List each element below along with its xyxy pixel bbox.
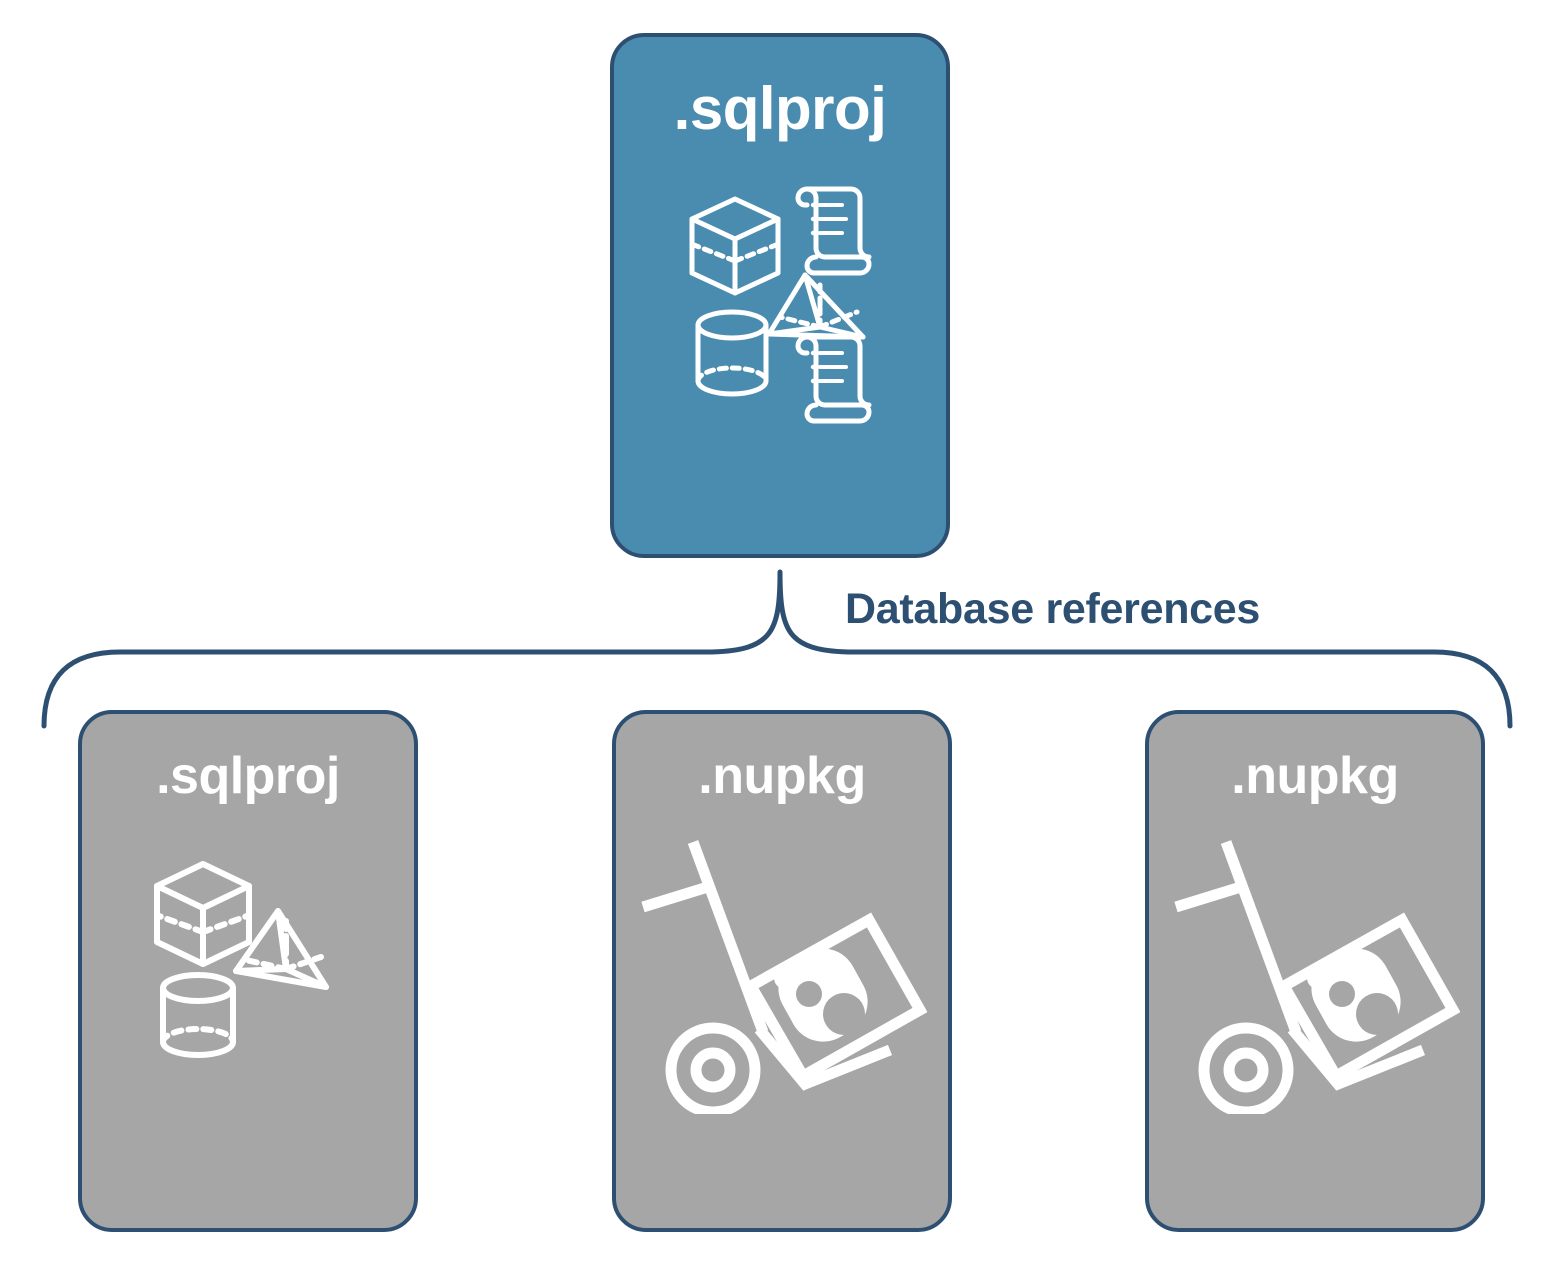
pyramid-wireframe-icon bbox=[766, 272, 866, 340]
pyramid-wireframe-icon bbox=[233, 908, 329, 990]
cube-wireframe-icon bbox=[154, 861, 252, 967]
scroll-document-icon bbox=[795, 334, 872, 424]
bracket-label-database-references: Database references bbox=[845, 585, 1260, 633]
cylinder-wireframe-icon bbox=[695, 309, 769, 397]
scroll-document-icon bbox=[795, 186, 872, 276]
node-root-artwork bbox=[614, 177, 946, 437]
nuget-package-holes bbox=[1329, 981, 1398, 1035]
node-child-nupkg-1-artwork bbox=[616, 834, 948, 1114]
node-child-sqlproj-artwork bbox=[82, 854, 414, 1069]
node-child-nupkg-2-title: .nupkg bbox=[1231, 747, 1399, 805]
node-root-sqlproj[interactable]: .sqlproj bbox=[610, 33, 950, 558]
cylinder-wireframe-icon bbox=[160, 972, 236, 1058]
node-child-sqlproj[interactable]: .sqlproj bbox=[78, 710, 418, 1232]
node-child-sqlproj-title: .sqlproj bbox=[156, 747, 340, 805]
node-child-nupkg-2-artwork bbox=[1149, 834, 1481, 1114]
node-child-nupkg-2[interactable]: .nupkg bbox=[1145, 710, 1485, 1232]
node-child-nupkg-1-title: .nupkg bbox=[698, 747, 866, 805]
node-root-title: .sqlproj bbox=[673, 75, 887, 142]
hand-truck-package-icon bbox=[641, 840, 927, 1114]
hand-truck-package-icon bbox=[1174, 840, 1460, 1114]
node-child-nupkg-1[interactable]: .nupkg bbox=[612, 710, 952, 1232]
cube-wireframe-icon bbox=[689, 196, 781, 296]
nuget-package-holes bbox=[796, 981, 865, 1035]
